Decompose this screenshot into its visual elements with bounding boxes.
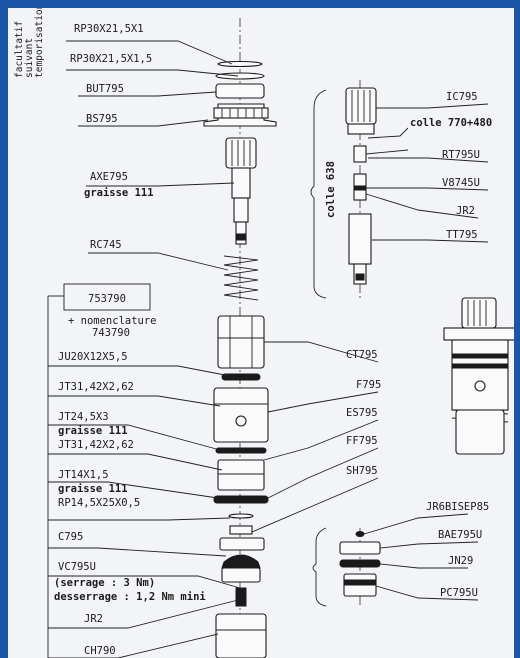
label-colle-770-480: colle 770+480: [410, 117, 492, 129]
ring-ju: [221, 373, 261, 381]
label-ct795: CT795: [346, 349, 378, 361]
label-c795: C795: [58, 531, 83, 543]
label-tt795: TT795: [446, 229, 478, 241]
label-es795: ES795: [346, 407, 378, 419]
part-rt795u: [353, 145, 367, 163]
label-but795: BUT795: [86, 83, 124, 95]
ring-rp14: [228, 513, 254, 519]
part-but795: [215, 83, 265, 99]
part-bae795u: [339, 541, 381, 555]
label-ch790: CH790: [84, 645, 116, 657]
label-jt24: JT24,5X3: [58, 411, 109, 423]
bracket-right-top: [310, 89, 327, 299]
part-vc795u: [221, 554, 261, 569]
label-jt31-b: JT31,42X2,62: [58, 439, 134, 451]
label-axe795: AXE795: [90, 171, 128, 183]
part-jr2: [235, 587, 247, 607]
side-note-line-3: temporisation: [34, 8, 45, 78]
part-rc745-spring: [223, 255, 259, 301]
part-axe795-lower: [233, 197, 249, 223]
label-bae795u: BAE795U: [438, 529, 482, 541]
part-axe795-thread: [236, 233, 246, 241]
label-nomenclature-ref: 743790: [92, 327, 130, 339]
part-c795: [219, 537, 265, 551]
label-ff795: FF795: [346, 435, 378, 447]
part-ic795: [345, 87, 377, 125]
part-es795: [217, 459, 265, 491]
part-bs795-ridges: [213, 107, 269, 119]
part-axe795-tip: [235, 221, 247, 245]
label-rc745: RC745: [90, 239, 122, 251]
part-axe795-stem: [231, 167, 251, 199]
label-axe795-grease: graisse 111: [84, 187, 154, 199]
label-jt24-grease: graisse 111: [58, 425, 128, 437]
label-jr2-right: JR2: [456, 205, 475, 217]
label-rp14: RP14,5X25X0,5: [58, 497, 140, 509]
ring-jn29: [339, 559, 381, 568]
side-note-line-1: facultatif: [14, 21, 25, 78]
label-sh795: SH795: [346, 465, 378, 477]
part-jr6bisep85: [355, 531, 365, 537]
label-bs795: BS795: [86, 113, 118, 125]
label-f795: F795: [356, 379, 381, 391]
label-vc795u: VC795U: [58, 561, 96, 573]
label-nomenclature: + nomenclature: [68, 315, 157, 327]
label-desserrage: desserrage : 1,2 Nm mini: [54, 591, 206, 603]
label-jt14: JT14X1,5: [58, 469, 109, 481]
label-serrage: (serrage : 3 Nm): [54, 577, 155, 589]
label-rp30-1: RP30X21,5X1: [74, 23, 144, 35]
part-axe795-head: [225, 137, 257, 169]
ring-rp30-1: [217, 60, 263, 68]
ref-box: [63, 283, 151, 311]
bracket-right-bottom: [312, 527, 327, 607]
label-jr6bisep85: JR6BISEP85: [426, 501, 489, 513]
label-jt31-a: JT31,42X2,62: [58, 381, 134, 393]
label-jr2-left: JR2: [84, 613, 103, 625]
label-rp30-15: RP30X21,5X1,5: [70, 53, 152, 65]
assembled-cartridge: [443, 297, 514, 455]
ring-jt14: [213, 495, 269, 504]
label-ref-753790: 753790: [88, 293, 126, 305]
label-jt14-grease: graisse 111: [58, 483, 128, 495]
label-jn29: JN29: [448, 555, 473, 567]
label-rt795u: RT795U: [442, 149, 480, 161]
exploded-diagram: facultatif suivant temporisation: [14, 8, 514, 658]
side-note: facultatif suivant temporisation: [14, 8, 45, 78]
part-sh795: [229, 525, 253, 535]
part-ct795: [217, 315, 265, 369]
ring-rp30-15: [215, 72, 265, 80]
label-colle-638: colle 638: [325, 161, 337, 218]
part-tt795: [348, 213, 372, 265]
label-ju20: JU20X12X5,5: [58, 351, 128, 363]
ring-jt24: [215, 447, 267, 454]
label-v8745u: V8745U: [442, 177, 480, 189]
exploded-diagram-sheet: facultatif suivant temporisation: [8, 8, 514, 658]
part-ch790: [215, 613, 267, 658]
side-note-line-2: suivant: [24, 38, 35, 78]
label-ic795: IC795: [446, 91, 478, 103]
part-f795: [213, 387, 269, 443]
label-pc795u: PC795U: [440, 587, 478, 599]
